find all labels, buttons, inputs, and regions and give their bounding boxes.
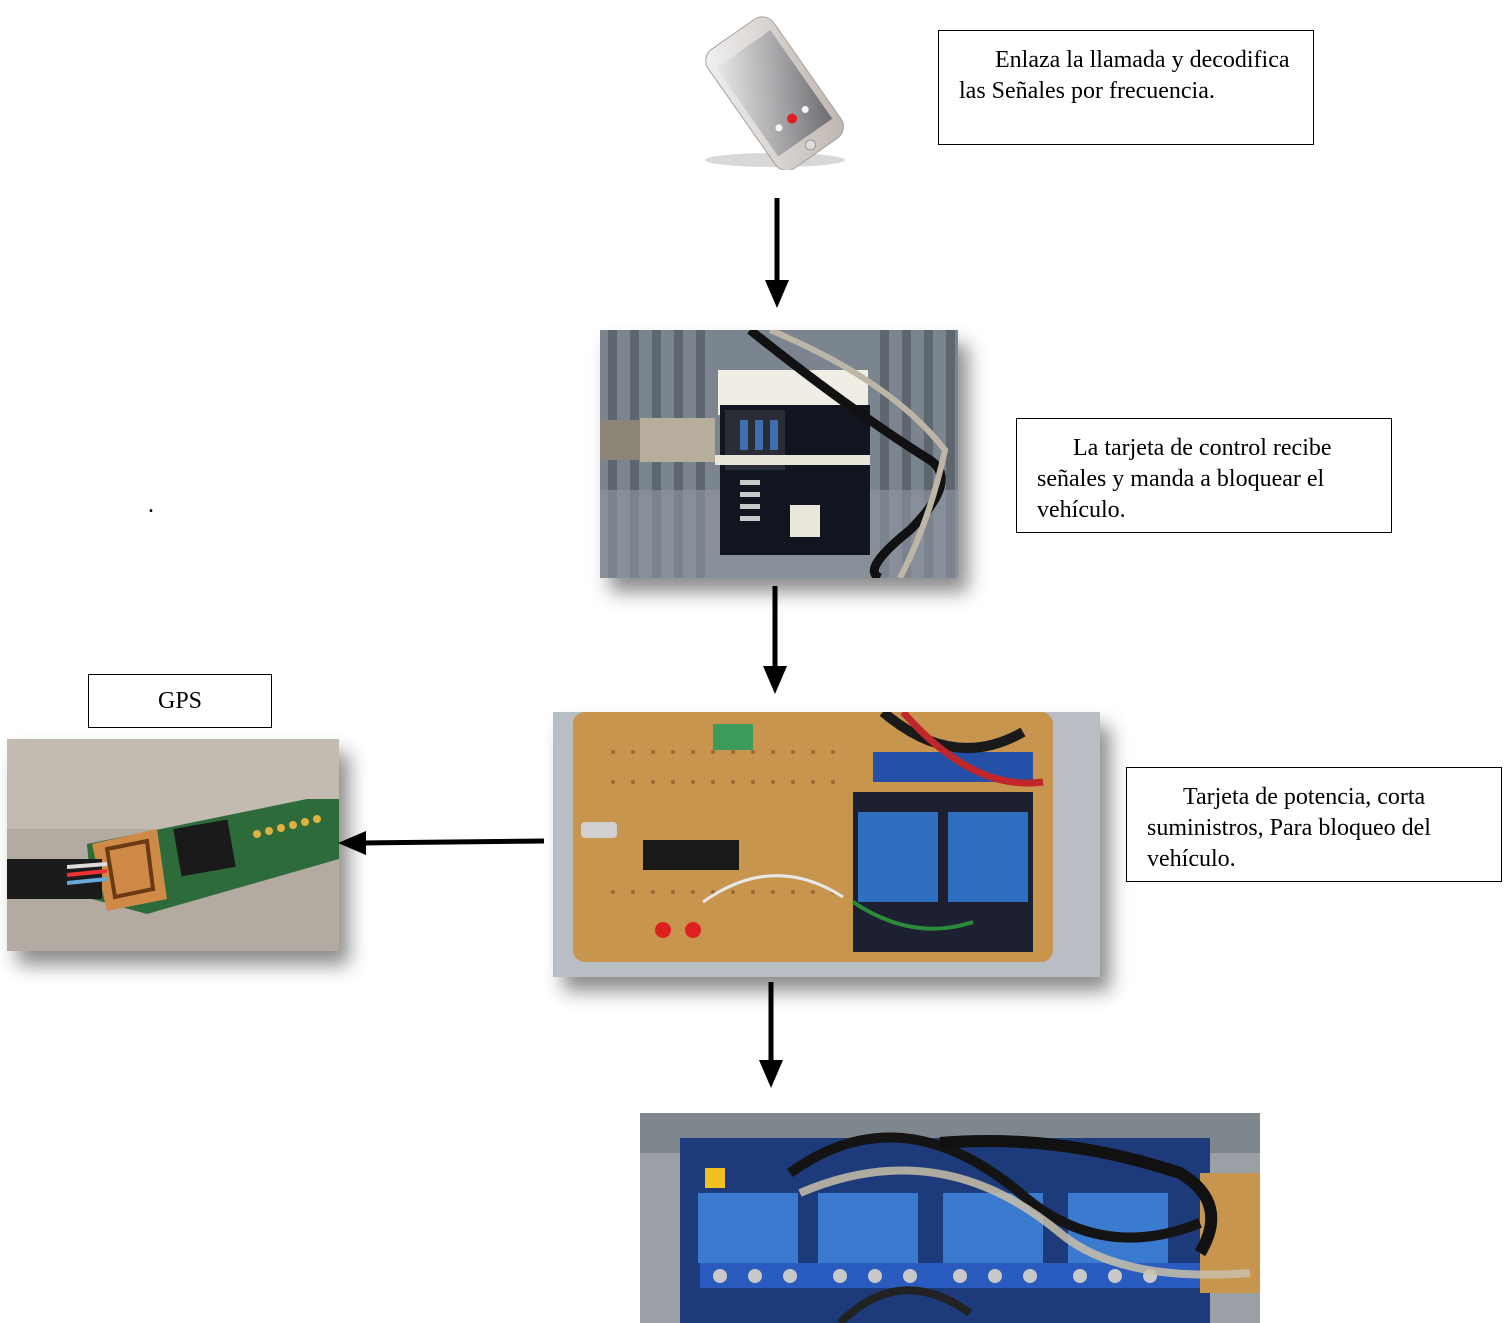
control-board-photo xyxy=(600,330,958,578)
arrow-left-icon xyxy=(338,831,545,855)
smartphone-photo xyxy=(680,10,865,170)
power-caption-text: Tarjeta de potencia, corta suministros, … xyxy=(1147,784,1431,872)
control-caption-box: La tarjeta de control recibe señales y m… xyxy=(1016,418,1392,533)
power-caption-box: Tarjeta de potencia, corta suministros, … xyxy=(1126,767,1502,882)
gps-label: GPS xyxy=(157,688,203,714)
gps-label-box: GPS xyxy=(88,674,272,728)
power-board-photo xyxy=(553,712,1100,977)
phone-caption-text: Enlaza la llamada y decodifica las Señal… xyxy=(959,47,1290,104)
phone-caption-box: Enlaza la llamada y decodifica las Señal… xyxy=(938,30,1314,145)
arrow-down-icon xyxy=(763,586,787,694)
arrow-down-icon xyxy=(759,982,783,1088)
arrow-down-icon xyxy=(765,198,789,308)
gps-module-photo xyxy=(7,739,339,951)
relay-module-photo xyxy=(640,1113,1260,1323)
stray-dot: . xyxy=(148,492,154,518)
control-caption-text: La tarjeta de control recibe señales y m… xyxy=(1037,435,1332,523)
